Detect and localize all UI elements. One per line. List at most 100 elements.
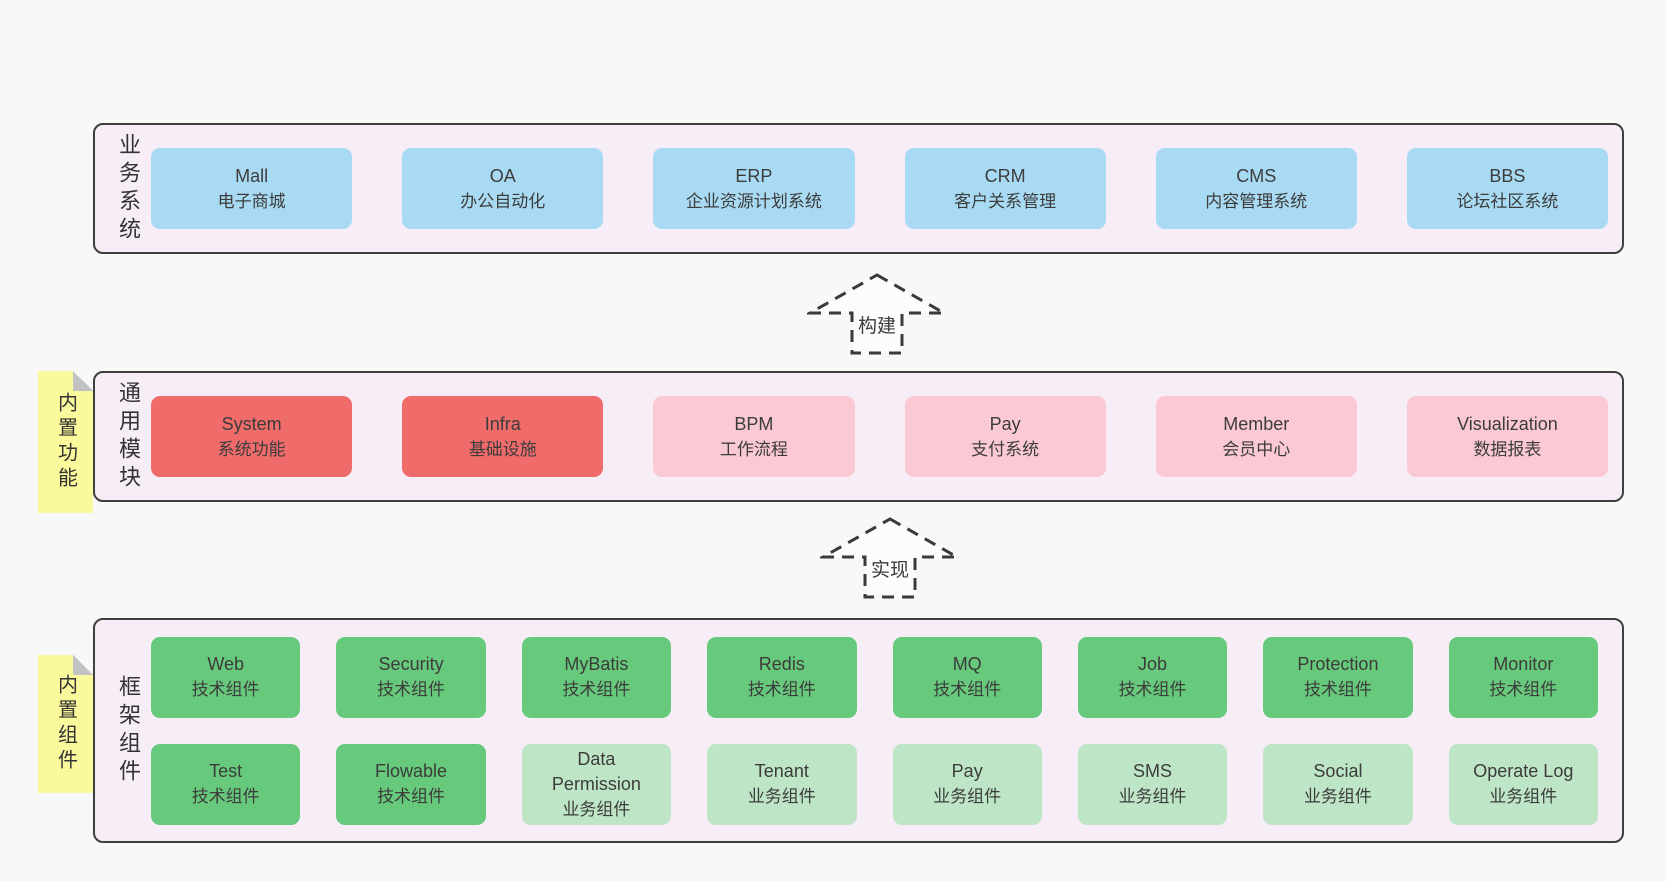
box-erp: ERP 企业资源计划系统 [653, 148, 855, 229]
box-desc: 论坛社区系统 [1456, 191, 1559, 211]
box-social: Social 业务组件 [1263, 743, 1413, 825]
box-mq: MQ 技术组件 [892, 636, 1042, 718]
box-job: Job 技术组件 [1077, 636, 1228, 718]
box-desc: 工作流程 [719, 439, 788, 459]
box-name: Pay [951, 761, 983, 781]
modules-box-row: System 系统功能 Infra 基础设施 BPM 工作流程 Pay 支付系统… [145, 396, 1622, 477]
band-common-modules: 通用模块 System 系统功能 Infra 基础设施 BPM 工作流程 Pay… [93, 371, 1624, 502]
box-name: Redis [758, 654, 805, 674]
box-name: Operate Log [1473, 761, 1574, 781]
band-label-framework-components: 框架组件 [116, 674, 141, 787]
box-name: SMS [1133, 761, 1173, 781]
box-operate-log: Operate Log 业务组件 [1448, 743, 1598, 825]
box-bpm: BPM 工作流程 [653, 396, 855, 477]
box-name: Web [207, 654, 245, 674]
box-desc: 系统功能 [217, 439, 286, 459]
box-desc: 技术组件 [1489, 680, 1558, 699]
box-security: Security 技术组件 [336, 636, 486, 718]
box-desc: 企业资源计划系统 [685, 191, 822, 211]
box-name: Monitor [1493, 654, 1554, 674]
box-name: Social [1313, 761, 1363, 781]
box-name: Test [209, 761, 243, 781]
box-desc: 技术组件 [191, 680, 260, 699]
box-name: Data Permission [551, 748, 641, 794]
box-desc: 技术组件 [747, 680, 816, 699]
box-desc: 数据报表 [1473, 439, 1542, 459]
box-name: BPM [734, 413, 774, 434]
box-pay-business: Pay 业务组件 [892, 743, 1042, 825]
box-desc: 电子商城 [217, 191, 286, 211]
box-name: Job [1138, 654, 1168, 674]
box-web: Web 技术组件 [151, 636, 301, 718]
box-bbs: BBS 论坛社区系统 [1406, 148, 1609, 229]
box-desc: 内容管理系统 [1205, 191, 1308, 211]
framework-box-row-2: Test 技术组件 Flowable 技术组件 Data Permission … [145, 743, 1622, 825]
implement-arrow: 实现 [820, 516, 960, 600]
sticky-builtin-components: 内置组件 [38, 655, 93, 793]
box-mybatis: MyBatis 技术组件 [521, 636, 672, 718]
box-name: MQ [952, 654, 982, 674]
band-framework-components: 框架组件 Web 技术组件 Security 技术组件 MyBatis 技术组件… [93, 618, 1624, 843]
box-pay: Pay 支付系统 [904, 396, 1106, 477]
framework-box-row-1: Web 技术组件 Security 技术组件 MyBatis 技术组件 Redi… [145, 636, 1622, 718]
band-label-business-systems: 业务系统 [116, 132, 141, 245]
box-name: CMS [1236, 165, 1277, 186]
box-desc: 技术组件 [377, 680, 446, 699]
box-desc: 业务组件 [933, 787, 1002, 806]
box-desc: 业务组件 [1303, 787, 1372, 806]
box-cms: CMS 内容管理系统 [1155, 148, 1357, 229]
box-protection: Protection 技术组件 [1263, 636, 1413, 718]
box-name: Flowable [375, 761, 448, 781]
folded-corner-icon [73, 371, 93, 391]
box-desc: 业务组件 [1118, 787, 1187, 806]
box-data-permission: Data Permission 业务组件 [521, 743, 672, 825]
folded-corner-icon [73, 655, 93, 675]
box-name: Protection [1297, 654, 1379, 674]
box-name: BBS [1489, 165, 1526, 186]
box-desc: 技术组件 [191, 787, 260, 806]
box-name: CRM [984, 165, 1026, 186]
box-desc: 技术组件 [562, 680, 631, 699]
box-desc: 技术组件 [377, 787, 446, 806]
box-desc: 业务组件 [562, 799, 631, 819]
box-name: Pay [989, 413, 1021, 434]
box-desc: 支付系统 [971, 439, 1040, 459]
box-flowable: Flowable 技术组件 [336, 743, 486, 825]
box-oa: OA 办公自动化 [402, 148, 604, 229]
box-monitor: Monitor 技术组件 [1448, 636, 1598, 718]
box-member: Member 会员中心 [1155, 396, 1357, 477]
box-desc: 业务组件 [747, 787, 816, 806]
sticky-text: 内置功能 [54, 392, 77, 492]
box-visualization: Visualization 数据报表 [1406, 396, 1609, 477]
box-test: Test 技术组件 [151, 743, 301, 825]
box-infra: Infra 基础设施 [402, 396, 604, 477]
box-desc: 客户关系管理 [954, 191, 1057, 211]
box-name: System [221, 413, 282, 434]
box-tenant: Tenant 业务组件 [707, 743, 857, 825]
box-desc: 基础设施 [468, 439, 537, 459]
box-name: MyBatis [564, 654, 629, 674]
box-system: System 系统功能 [151, 396, 353, 477]
box-name: ERP [735, 165, 773, 186]
box-name: Security [378, 654, 444, 674]
box-desc: 技术组件 [1118, 680, 1187, 699]
box-sms: SMS 业务组件 [1077, 743, 1228, 825]
box-name: OA [489, 165, 516, 186]
build-arrow: 构建 [807, 272, 947, 356]
box-name: Member [1223, 413, 1290, 434]
framework-rows: Web 技术组件 Security 技术组件 MyBatis 技术组件 Redi… [145, 636, 1622, 825]
box-desc: 业务组件 [1489, 787, 1558, 806]
business-box-row: Mall 电子商城 OA 办公自动化 ERP 企业资源计划系统 CRM 客户关系… [145, 148, 1622, 229]
box-redis: Redis 技术组件 [707, 636, 857, 718]
box-name: Visualization [1457, 413, 1558, 434]
box-name: Tenant [754, 761, 809, 781]
sticky-text: 内置组件 [54, 674, 77, 774]
band-label-common-modules: 通用模块 [116, 380, 141, 493]
band-business-systems: 业务系统 Mall 电子商城 OA 办公自动化 ERP 企业资源计划系统 CRM… [93, 123, 1624, 254]
box-desc: 技术组件 [933, 680, 1002, 699]
box-desc: 办公自动化 [460, 191, 546, 211]
sticky-builtin-features: 内置功能 [38, 371, 93, 513]
box-name: Infra [484, 413, 521, 434]
box-desc: 技术组件 [1303, 680, 1372, 699]
box-mall: Mall 电子商城 [151, 148, 353, 229]
